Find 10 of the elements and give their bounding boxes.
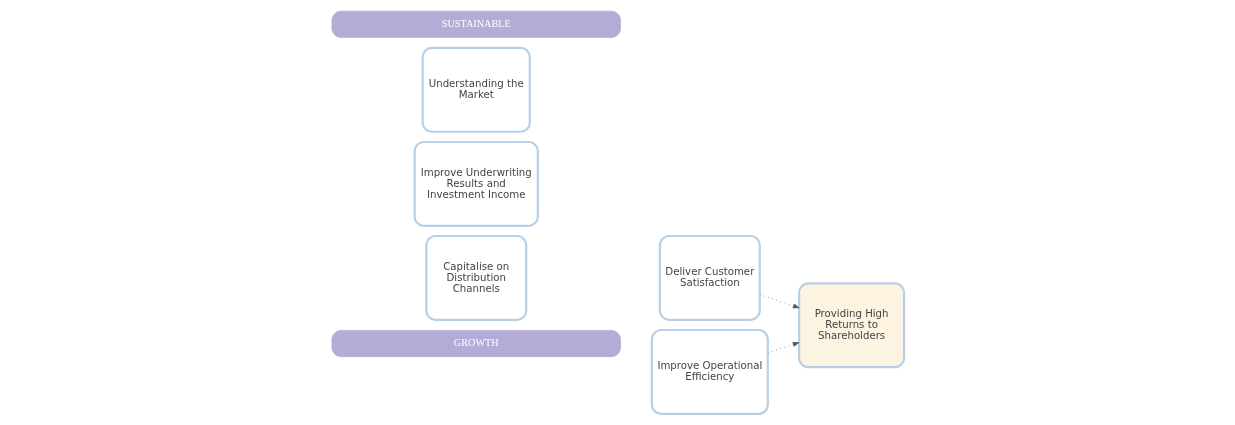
- arrow: [758, 294, 799, 309]
- node-box: Understanding the Market: [421, 46, 531, 133]
- node-box: Providing High Returns to Shareholders: [797, 282, 905, 369]
- node-box: Improve Operational Efficiency: [650, 328, 769, 415]
- node-box: SUSTAINABLE: [331, 10, 621, 38]
- node-box: Improve Underwriting Results and Investment Income: [413, 140, 539, 227]
- arrow: [766, 342, 799, 354]
- node-box: Deliver Customer Satisfaction: [658, 234, 761, 321]
- node-box: GROWTH: [331, 330, 621, 357]
- node-box: Capitalise on Distribution Channels: [424, 234, 527, 321]
